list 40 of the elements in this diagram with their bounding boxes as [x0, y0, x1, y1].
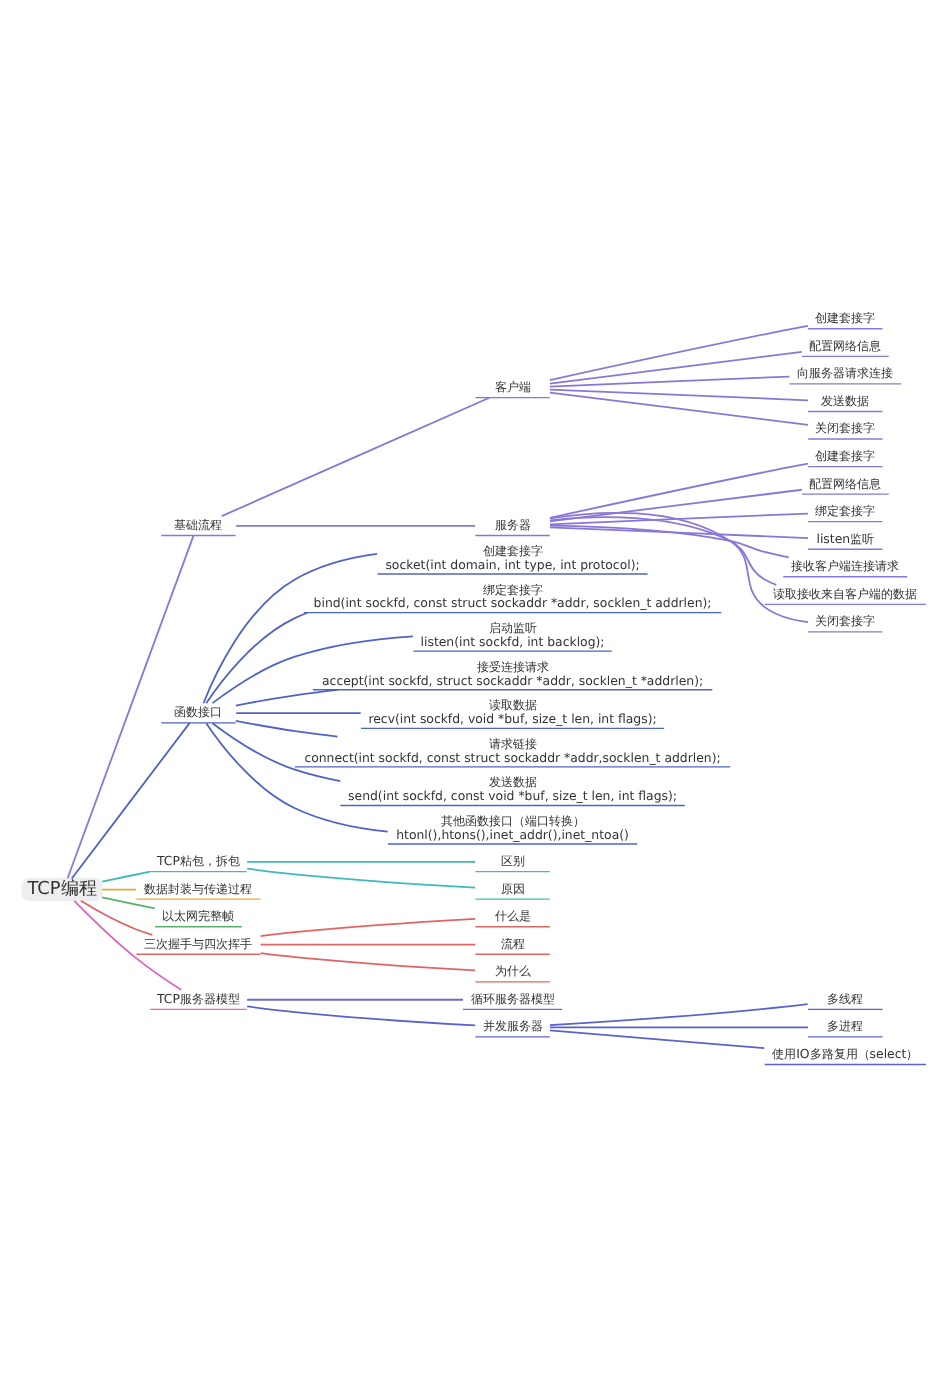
- connector: [549, 388, 809, 402]
- connector: [549, 1003, 809, 1027]
- connector: [549, 1029, 766, 1050]
- connector: [549, 524, 790, 559]
- connector: [70, 722, 191, 880]
- connector: [549, 351, 803, 385]
- connector: [211, 635, 414, 705]
- connector: [234, 719, 339, 738]
- connector: [101, 896, 156, 910]
- connector: [549, 1026, 809, 1029]
- connector: [220, 396, 491, 517]
- connector: [549, 512, 809, 526]
- connector: [549, 324, 809, 381]
- connector: [211, 722, 342, 783]
- connector: [549, 391, 809, 426]
- connector: [79, 899, 154, 936]
- connector: [246, 861, 477, 863]
- connector: [205, 722, 389, 833]
- connector: [549, 526, 809, 539]
- connector: [549, 375, 791, 388]
- connector: [66, 534, 195, 880]
- connector: [259, 943, 477, 946]
- connector: [549, 516, 778, 586]
- connector: [246, 1005, 477, 1027]
- node-box: TCP编程: [21, 877, 103, 902]
- connector: [73, 899, 183, 991]
- connector: [548, 511, 809, 623]
- connector: [202, 553, 378, 705]
- connector: [101, 888, 137, 891]
- connector: [549, 488, 803, 523]
- connector: [259, 918, 477, 938]
- connector: [205, 611, 309, 705]
- connector: [549, 462, 809, 519]
- connector: [235, 712, 362, 715]
- connector: [101, 870, 151, 883]
- connector: [246, 998, 464, 1001]
- connector: [235, 524, 476, 527]
- connector: [246, 867, 477, 889]
- connector: [234, 688, 339, 707]
- connector: [259, 952, 477, 972]
